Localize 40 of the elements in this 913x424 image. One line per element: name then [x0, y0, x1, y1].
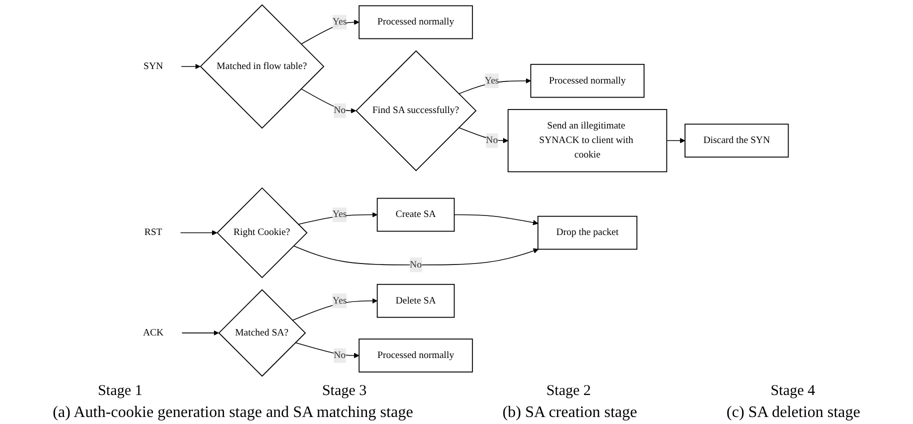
edge-label: No: [486, 135, 498, 146]
edge-label: Yes: [332, 209, 347, 220]
node-diamond: Find SA successfully?: [356, 50, 477, 172]
node-diamond: Matched in flow table?: [200, 4, 324, 129]
caption: (a) Auth-cookie generation stage and SA matching stage: [52, 404, 414, 422]
edge-label: No: [410, 259, 422, 270]
arrow: [180, 64, 200, 70]
arrow: [293, 245, 539, 266]
node-box: Processed normally: [358, 5, 473, 40]
arrow: [458, 78, 531, 94]
arrow: [180, 230, 218, 236]
stage-label: Stage 2: [546, 383, 591, 400]
edge-label: No: [334, 350, 346, 360]
node-box: Send an illegitimate SYNACK to client with cookie: [508, 109, 668, 172]
node-box: Processed normally: [358, 338, 473, 372]
edge-label: Yes: [484, 75, 499, 86]
arrow: [294, 342, 360, 358]
edge-label: Yes: [332, 16, 347, 28]
arrow: [300, 20, 360, 45]
node-diamond: Right Cookie?: [216, 187, 308, 278]
arrow: [454, 214, 538, 226]
stage-label: Stage 3: [322, 383, 367, 400]
edge-label: No: [334, 105, 346, 116]
node-box: Create SA: [376, 198, 455, 232]
stage-label: Stage 4: [770, 383, 816, 400]
caption: (c) SA deletion stage: [726, 404, 860, 422]
node-box: Processed normally: [530, 64, 645, 98]
node-box: Drop the packet: [537, 216, 638, 250]
node-box: Delete SA: [376, 284, 455, 318]
node-text: RST: [144, 227, 162, 238]
node-diamond: Matched SA?: [218, 289, 306, 377]
arrow: [666, 138, 686, 144]
arrow: [292, 298, 378, 321]
node-box: Discard the SYN: [684, 124, 789, 158]
node-text: ACK: [143, 327, 164, 338]
edge-label: Yes: [332, 295, 347, 306]
stage-label: Stage 1: [98, 383, 142, 400]
caption: (b) SA creation stage: [502, 404, 638, 422]
node-text: SYN: [144, 60, 164, 72]
arrow: [182, 330, 219, 336]
